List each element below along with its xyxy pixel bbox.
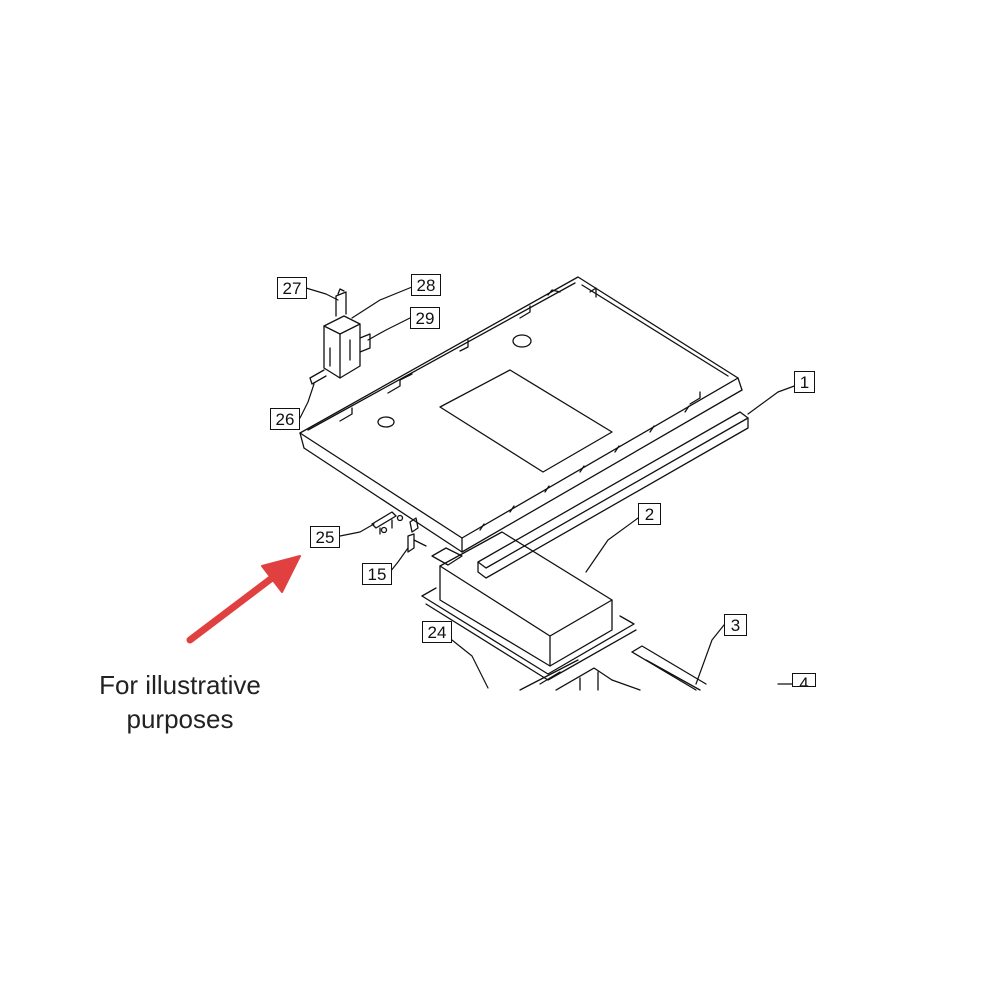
- illustrative-caption: For illustrative purposes: [80, 668, 280, 736]
- callout-26: 26: [270, 408, 300, 430]
- callout-3: 3: [724, 614, 747, 636]
- callout-28: 28: [411, 274, 441, 296]
- box-part-2: [421, 531, 637, 691]
- callout-24: 24: [422, 621, 452, 643]
- callout-15: 15: [362, 563, 392, 585]
- small-parts: [371, 511, 427, 553]
- callout-27: 27: [277, 277, 307, 299]
- red-arrow: [186, 555, 301, 644]
- caption-line-1: For illustrative: [99, 670, 261, 700]
- callout-2: 2: [638, 503, 661, 525]
- callout-4: 4: [792, 673, 816, 687]
- rail-part-1: [477, 411, 749, 579]
- caption-line-2: purposes: [126, 704, 234, 734]
- callout-25: 25: [310, 526, 340, 548]
- leader-lines: [299, 286, 798, 689]
- top-panel: [299, 276, 743, 553]
- callout-29: 29: [410, 307, 440, 329]
- callout-1: 1: [794, 371, 815, 393]
- switch-assembly: [309, 288, 371, 385]
- lower-parts: [555, 645, 793, 691]
